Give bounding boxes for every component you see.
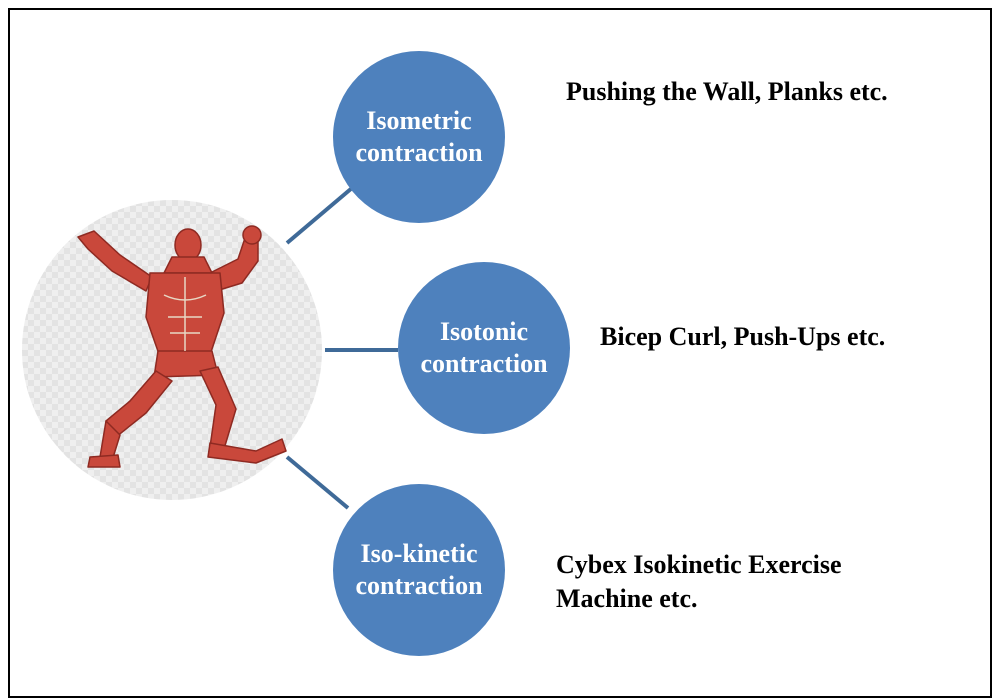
node-isometric-line2: contraction [355,138,483,167]
node-isotonic-line1: Isotonic [439,316,529,346]
node-isometric-line1: Isometric [366,105,472,135]
node-isotonic-line2: contraction [420,349,548,378]
example-isokinetic: Cybex Isokinetic Exercise Machine etc. [556,550,842,613]
node-isokinetic: Iso-kinetic contraction [333,484,505,656]
connector-lines [285,186,398,510]
example-isometric: Pushing the Wall, Planks etc. [566,77,888,106]
node-isometric: Isometric contraction [333,51,505,223]
node-isokinetic-line1: Iso-kinetic [360,538,478,568]
example-isotonic: Bicep Curl, Push-Ups etc. [600,322,886,351]
muscular-man-icon [77,225,287,468]
node-isotonic: Isotonic contraction [398,262,570,434]
node-isokinetic-line2: contraction [355,571,483,600]
connector-isometric [285,186,354,245]
connector-isokinetic [285,455,350,510]
